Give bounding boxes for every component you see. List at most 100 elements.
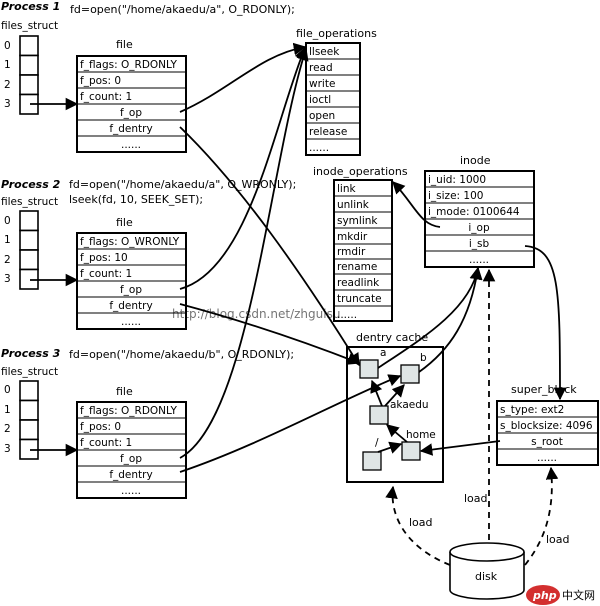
fop-item: llseek bbox=[309, 46, 340, 58]
fd-index: 2 bbox=[4, 423, 11, 435]
dentry-cache: dentry cache a b akaedu home / bbox=[346, 331, 444, 483]
file-row: f_count: 1 bbox=[80, 91, 132, 103]
file-operations: file_operations llseek read write ioctl … bbox=[296, 27, 377, 156]
inode-row: ...... bbox=[469, 254, 489, 266]
file-operations-title: file_operations bbox=[296, 27, 377, 40]
inode: inode i_uid: 1000 i_size: 100 i_mode: 01… bbox=[424, 154, 535, 268]
load-arrow-superblock bbox=[524, 466, 559, 566]
edge-akaedu-b bbox=[384, 384, 405, 407]
process-call-2: lseek(fd, 10, SEEK_SET); bbox=[69, 193, 203, 206]
sb-row: s_blocksize: 4096 bbox=[500, 420, 593, 432]
iop-item: symlink bbox=[337, 215, 378, 227]
iop-item: link bbox=[337, 183, 356, 195]
file-row: f_op bbox=[120, 284, 142, 296]
file-title: file bbox=[116, 385, 133, 398]
arrow-dentry bbox=[179, 374, 402, 473]
inode-row: i_sb bbox=[469, 238, 490, 250]
fop-item: ...... bbox=[309, 142, 329, 154]
dentry-label-home: home bbox=[406, 429, 436, 441]
process-call: fd=open("/home/akaedu/b", O_RDONLY); bbox=[69, 348, 294, 361]
dentry-label-akaedu: akaedu bbox=[390, 399, 429, 411]
dentry-node-root bbox=[362, 451, 382, 471]
arrow-d-inode bbox=[418, 266, 483, 373]
arrow-fop bbox=[179, 46, 307, 290]
process-1: Process 1 fd=open("/home/akaedu/a", O_RD… bbox=[1, 0, 295, 153]
file-row: f_op bbox=[120, 453, 142, 465]
fd-index: 1 bbox=[4, 59, 11, 71]
dentry-node-akaedu bbox=[369, 405, 389, 425]
arrow-fop bbox=[179, 47, 309, 459]
sb-row: s_root bbox=[531, 436, 563, 448]
dentry-label-a: a bbox=[380, 347, 386, 359]
load-label: load bbox=[546, 533, 570, 546]
super-block: super_block s_type: ext2 s_blocksize: 40… bbox=[496, 383, 599, 466]
process-title: Process 3 bbox=[1, 347, 61, 360]
process-title: Process 2 bbox=[1, 178, 61, 191]
file-row: f_pos: 0 bbox=[80, 421, 121, 433]
arrow-sroot bbox=[419, 440, 501, 456]
file-row: ...... bbox=[121, 316, 141, 328]
file-struct-table: f_flags: O_RDONLY f_pos: 0 f_count: 1 f_… bbox=[76, 55, 187, 153]
iop-item: mkdir bbox=[337, 231, 368, 243]
load-arrow-dentry bbox=[385, 485, 451, 566]
file-row: f_flags: O_RDONLY bbox=[80, 59, 177, 71]
arrow-iop bbox=[392, 181, 441, 228]
file-struct-table: f_flags: O_RDONLY f_pos: 0 f_count: 1 f_… bbox=[76, 401, 187, 499]
files-struct-label: files_struct bbox=[1, 366, 58, 378]
file-title: file bbox=[116, 38, 133, 51]
inode-row: i_uid: 1000 bbox=[428, 174, 486, 186]
iop-item: ...... bbox=[337, 309, 357, 321]
fd-index: 0 bbox=[4, 215, 11, 227]
files-struct-table bbox=[19, 210, 39, 290]
file-struct-table: f_flags: O_WRONLY f_pos: 10 f_count: 1 f… bbox=[76, 232, 187, 330]
arrow-dentry bbox=[179, 303, 361, 365]
dentry-node-b bbox=[400, 364, 420, 384]
inode-operations-title: inode_operations bbox=[313, 165, 408, 178]
iop-item: unlink bbox=[337, 199, 370, 211]
arrow-isb bbox=[524, 245, 567, 401]
edge-root-home bbox=[377, 441, 403, 454]
file-row: ...... bbox=[121, 139, 141, 151]
process-title: Process 1 bbox=[1, 0, 60, 13]
file-row: f_count: 1 bbox=[80, 437, 132, 449]
file-row: f_pos: 0 bbox=[80, 75, 121, 87]
fd-index: 1 bbox=[4, 404, 11, 416]
fop-item: write bbox=[309, 78, 335, 90]
fop-item: read bbox=[309, 62, 333, 74]
process-3: Process 3 fd=open("/home/akaedu/b", O_RD… bbox=[1, 347, 294, 499]
fd-index: 2 bbox=[4, 254, 11, 266]
watermark: http://blog.csdn.net/zhguisu bbox=[172, 307, 340, 321]
inode-row: i_size: 100 bbox=[428, 190, 483, 202]
iop-item: rename bbox=[337, 261, 377, 273]
file-row: f_dentry bbox=[109, 300, 152, 312]
arrow-fop bbox=[179, 42, 307, 113]
files-struct-label: files_struct bbox=[1, 196, 58, 208]
dentry-label-b: b bbox=[420, 352, 427, 364]
files-struct-table bbox=[19, 35, 39, 115]
process-call: fd=open("/home/akaedu/a", O_WRONLY); bbox=[69, 178, 296, 191]
file-row: f_dentry bbox=[109, 469, 152, 481]
load-label: load bbox=[464, 492, 488, 505]
fop-item: release bbox=[309, 126, 347, 138]
iop-item: readlink bbox=[337, 277, 380, 289]
edge-akaedu-a bbox=[370, 379, 383, 407]
file-row: f_count: 1 bbox=[80, 268, 132, 280]
sb-row: s_type: ext2 bbox=[500, 404, 564, 416]
edge-home-akaedu bbox=[386, 424, 408, 443]
file-row: f_flags: O_RDONLY bbox=[80, 405, 177, 417]
dentry-node-home bbox=[401, 441, 421, 461]
dentry-label-root: / bbox=[375, 437, 379, 449]
files-struct-label: files_struct bbox=[1, 20, 58, 32]
disk-label: disk bbox=[475, 570, 498, 583]
file-row: ...... bbox=[121, 485, 141, 497]
fop-item: ioctl bbox=[309, 94, 331, 106]
load-label: load bbox=[409, 516, 433, 529]
fd-index: 0 bbox=[4, 40, 11, 52]
fd-index: 3 bbox=[4, 98, 11, 110]
files-struct-table bbox=[19, 380, 39, 460]
fd-index: 3 bbox=[4, 273, 11, 285]
file-row: f_op bbox=[120, 107, 142, 119]
arrow-d-inode bbox=[377, 266, 483, 369]
site-badge: php 中文网 bbox=[526, 585, 595, 605]
